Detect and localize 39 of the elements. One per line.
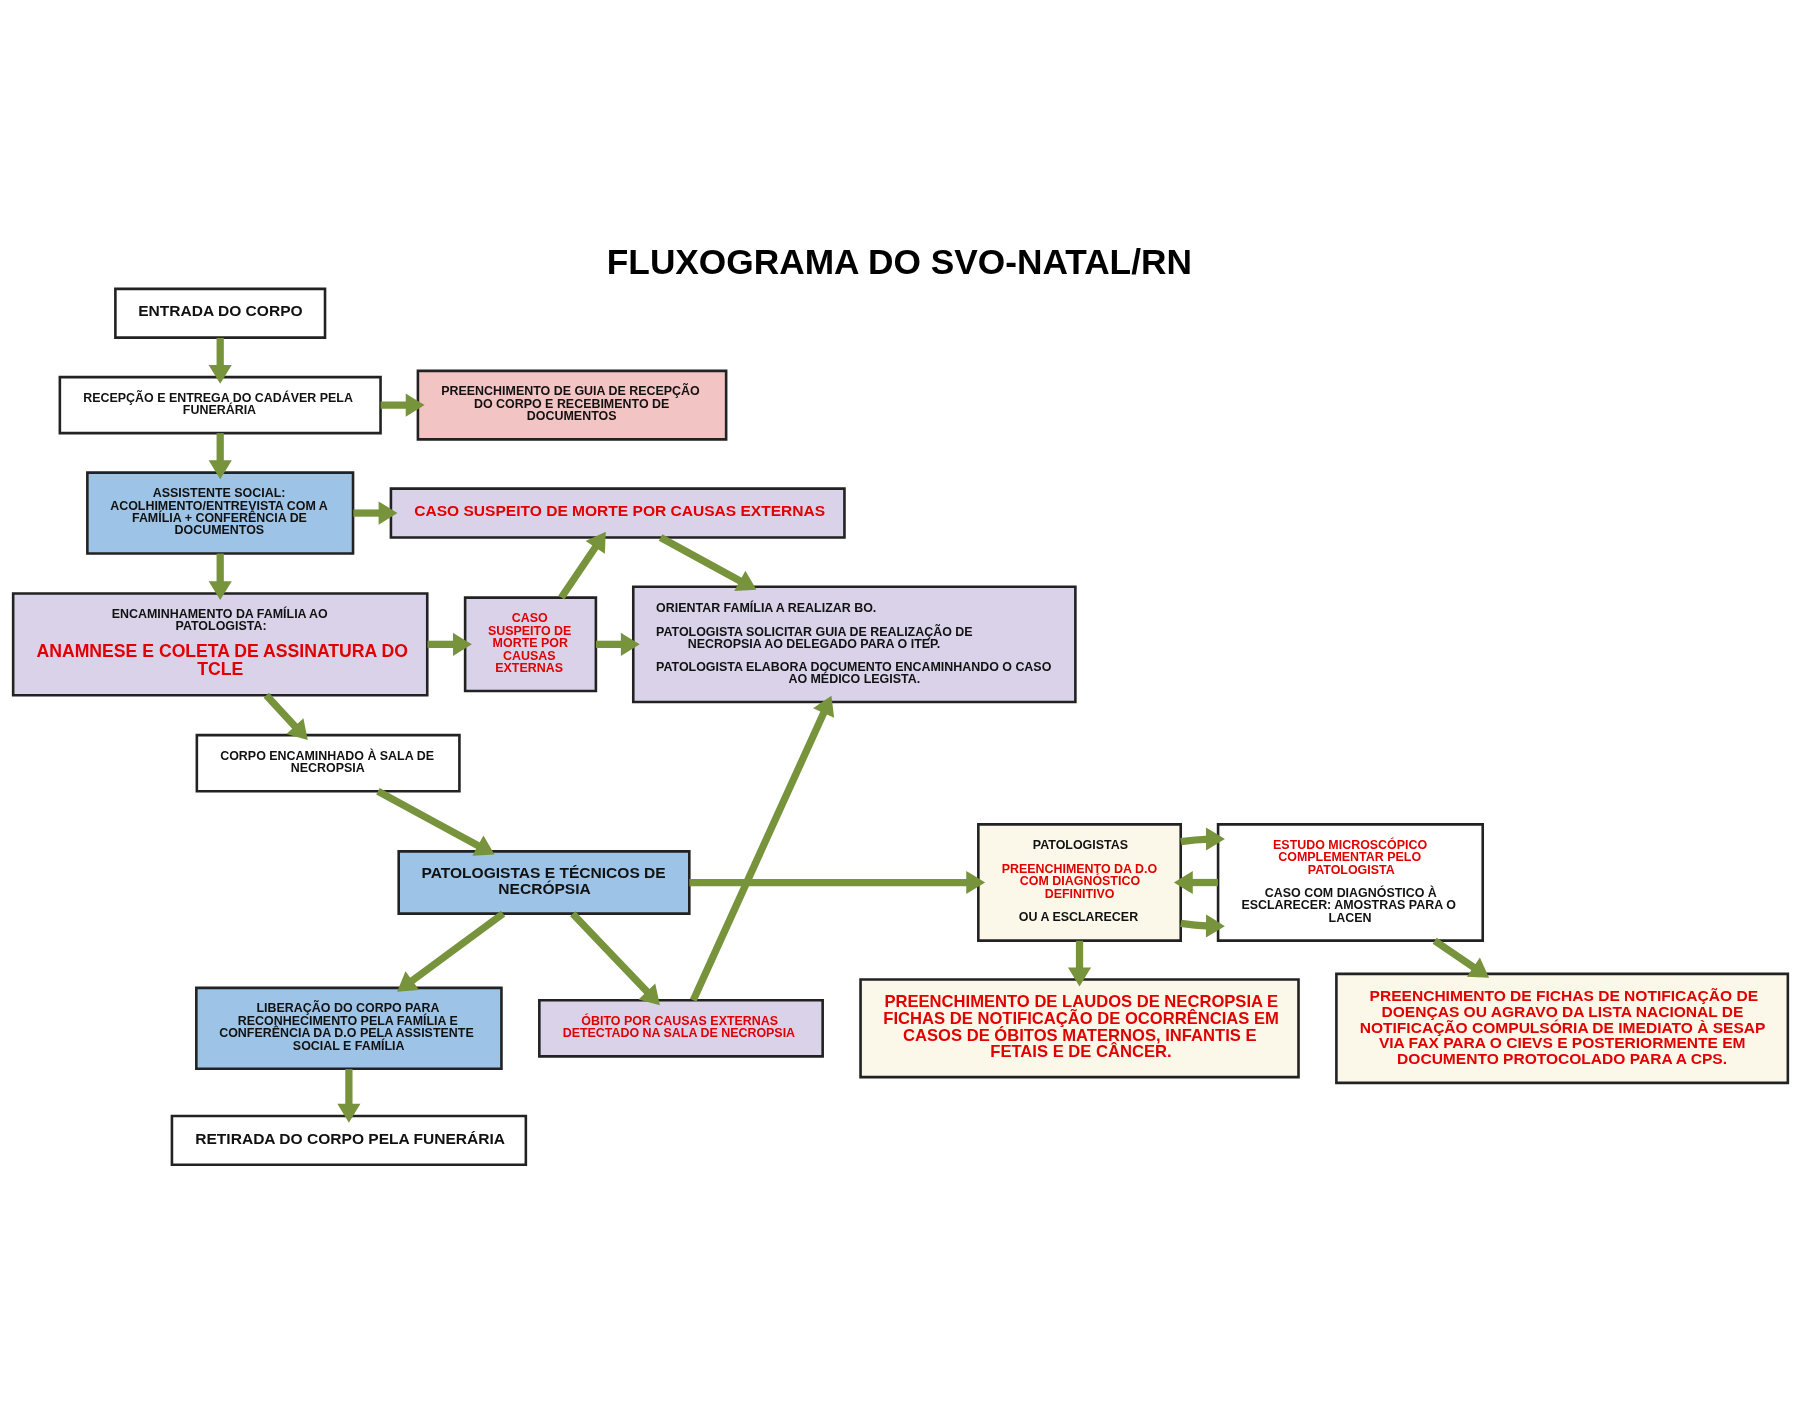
node-box: RETIRADA DO CORPO PELA FUNERÁRIA bbox=[170, 1114, 527, 1167]
arrow bbox=[1179, 914, 1225, 938]
node-box: PREENCHIMENTO DE GUIA DE RECEPÇÃO DO CORPO E RECEBIMENTO DE DOCUMENTOS bbox=[416, 369, 727, 441]
node-box: ENCAMINHAMENTO DA FAMÍLIA AO PATOLOGISTA: ANAMNESE E COLETA DE ASSINATURA DO TCLE bbox=[11, 592, 429, 697]
arrow bbox=[208, 337, 232, 384]
arrow bbox=[380, 393, 425, 417]
arrow bbox=[658, 534, 756, 591]
arrow bbox=[557, 531, 606, 600]
arrow bbox=[595, 632, 640, 656]
node-box: ASSISTENTE SOCIAL: ACOLHIMENTO/ENTREVISTA COM A FAMÍLIA + CONFERÊNCIA DE DOCUMENTOS bbox=[85, 471, 354, 555]
node-box: CASO SUSPEITO DE MORTE POR CAUSAS EXTERNAS bbox=[463, 596, 597, 693]
arrow bbox=[1173, 870, 1218, 895]
node-box: RECEPÇÃO E ENTREGA DO CADÁVER PELA FUNERÁRIA bbox=[58, 375, 382, 435]
node-box: ESTUDO MICROSCÓPICO COMPLEMENTAR PELO PATOLOGISTA CASO COM DIAGNÓSTICO À ESCLARECER: AMOSTRAS PARA O LACEN bbox=[1216, 823, 1484, 942]
arrow bbox=[1179, 827, 1225, 851]
node-box: PREENCHIMENTO DE FICHAS DE NOTIFICAÇÃO DE DOENÇAS OU AGRAVO DA LISTA NACIONAL DE NOTIFICAÇÃO COMPULSÓRIA DE IMEDIATO À SESAP VIA FAX PARA O CIEVS E POSTERIORMENTE EM DOCUMENTO PROTOCOLADO PARA A CPS. bbox=[1334, 972, 1789, 1085]
arrow bbox=[263, 692, 308, 741]
node-box: ORIENTAR FAMÍLIA A REALIZAR BO. PATOLOGISTA SOLICITAR GUIA DE REALIZAÇÃO DE NECROPSIA AO DELEGADO PARA O ITEP. PATOLOGISTA ELABORA DOCUMENTO ENCAMINHANDO O CASO AO MÉDICO LEGISTA. bbox=[631, 585, 1077, 704]
arrow bbox=[1432, 937, 1489, 978]
diagram-title: FLUXOGRAMA DO SVO-NATAL/RN bbox=[606, 241, 1192, 281]
arrow bbox=[375, 788, 494, 856]
node-box: PATOLOGISTAS PREENCHIMENTO DA D.O COM DIAGNÓSTICO DEFINITIVO OU A ESCLARECER bbox=[976, 823, 1182, 942]
node-box: CORPO ENCAMINHADO À SALA DE NECROPSIA bbox=[195, 733, 461, 793]
arrow bbox=[569, 911, 660, 1006]
arrow bbox=[336, 1069, 360, 1123]
arrow bbox=[208, 553, 232, 601]
node-box: CASO SUSPEITO DE MORTE POR CAUSAS EXTERNAS bbox=[389, 487, 846, 539]
arrow bbox=[427, 632, 472, 656]
arrow bbox=[208, 433, 232, 480]
node-box: PATOLOGISTAS E TÉCNICOS DE NECRÓPSIA bbox=[396, 850, 691, 915]
node-box: LIBERAÇÃO DO CORPO PARA RECONHECIMENTO PELA FAMÍLIA E CONFERÊNCIA DA D.O PELA ASSISTENTE SOCIAL E FAMÍLIA bbox=[194, 986, 503, 1071]
arrow bbox=[688, 870, 985, 895]
node-box: ENTRADA DO CORPO bbox=[113, 287, 326, 339]
arrow bbox=[396, 910, 505, 992]
arrow bbox=[689, 695, 834, 1002]
node-box: PREENCHIMENTO DE LAUDOS DE NECROPSIA E FICHAS DE NOTIFICAÇÃO DE OCORRÊNCIAS EM CASOS DE ÓBITOS MATERNOS, INFANTIS E FETAIS E DE CÂNCER. bbox=[858, 978, 1300, 1079]
arrow bbox=[1067, 940, 1091, 987]
arrow bbox=[352, 501, 397, 525]
node-box: ÓBITO POR CAUSAS EXTERNAS DETECTADO NA SALA DE NECROPSIA bbox=[537, 999, 824, 1058]
